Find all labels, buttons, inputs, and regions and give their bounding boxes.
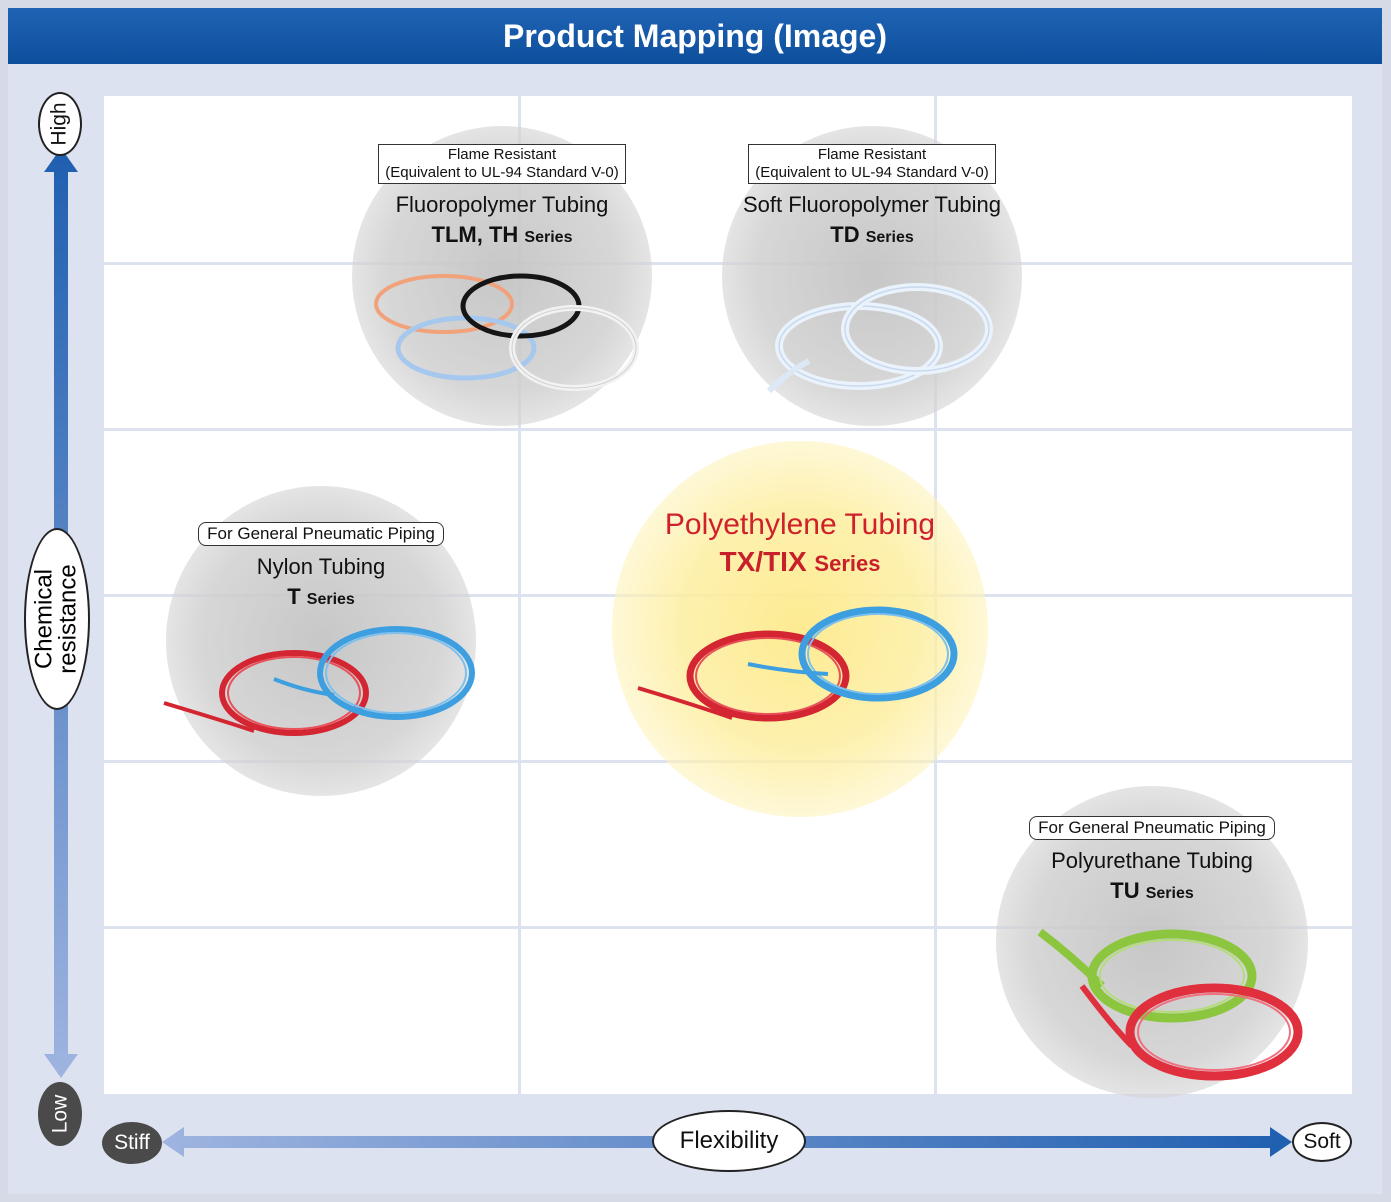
y-axis-high-label: High xyxy=(38,92,82,156)
flame-resistant-tag: Flame Resistant (Equivalent to UL-94 Sta… xyxy=(748,144,996,184)
soft-fluoropolymer-tubing-image xyxy=(766,283,993,394)
product-map-grid: Flame Resistant (Equivalent to UL-94 Sta… xyxy=(104,96,1352,1098)
product-name: Polyurethane Tubing xyxy=(1051,848,1253,873)
product-series: T Series xyxy=(166,584,476,610)
product-polyurethane: For General Pneumatic Piping Polyurethan… xyxy=(996,816,1308,904)
series-code: TU xyxy=(1110,878,1140,903)
y-axis-label: Chemical resistance xyxy=(24,528,90,710)
tag-line: (Equivalent to UL-94 Standard V-0) xyxy=(755,164,989,181)
series-suffix: Series xyxy=(1145,885,1194,902)
tag-line: (Equivalent to UL-94 Standard V-0) xyxy=(385,164,619,181)
diagram-frame: Product Mapping (Image) xyxy=(8,8,1382,1194)
y-axis-low-text: Low xyxy=(48,1094,71,1134)
product-series: TX/TIX Series xyxy=(612,546,988,578)
product-nylon: For General Pneumatic Piping Nylon Tubin… xyxy=(166,522,476,610)
product-soft-fluoropolymer: Flame Resistant (Equivalent to UL-94 Sta… xyxy=(722,144,1022,248)
general-piping-tag: For General Pneumatic Piping xyxy=(1029,816,1275,840)
series-suffix: Series xyxy=(865,229,914,246)
product-series: TLM, TH Series xyxy=(352,222,652,248)
tag-line: Flame Resistant xyxy=(817,146,927,163)
series-code: TD xyxy=(830,222,860,247)
product-name: Soft Fluoropolymer Tubing xyxy=(742,192,1002,217)
general-piping-tag: For General Pneumatic Piping xyxy=(198,522,444,546)
flame-resistant-tag: Flame Resistant (Equivalent to UL-94 Sta… xyxy=(378,144,626,184)
nylon-tubing-image xyxy=(163,626,475,736)
series-suffix: Series xyxy=(306,591,355,608)
product-fluoropolymer: Flame Resistant (Equivalent to UL-94 Sta… xyxy=(352,144,652,248)
product-series: TU Series xyxy=(996,878,1308,904)
grid-line xyxy=(104,428,1352,431)
product-series: TD Series xyxy=(722,222,1022,248)
polyurethane-tubing-image xyxy=(1037,928,1303,1081)
y-axis-label-text: Chemical resistance xyxy=(31,564,83,674)
y-axis-label-line: Chemical xyxy=(31,568,59,670)
x-axis-low-label: Stiff xyxy=(102,1122,162,1164)
polyethylene-halo xyxy=(612,441,988,817)
product-polyethylene: Polyethylene Tubing TX/TIX Series xyxy=(612,508,988,578)
grid-line xyxy=(104,926,1352,929)
product-name: Nylon Tubing xyxy=(256,554,386,579)
y-axis-low-label: Low xyxy=(38,1082,82,1146)
x-axis-label: Flexibility xyxy=(652,1110,806,1172)
x-axis-high-label: Soft xyxy=(1292,1122,1352,1162)
series-code: T xyxy=(287,584,301,609)
series-suffix: Series xyxy=(814,551,881,576)
product-name: Fluoropolymer Tubing xyxy=(395,192,609,217)
page-title: Product Mapping (Image) xyxy=(8,8,1382,64)
series-suffix: Series xyxy=(524,229,573,246)
product-name: Polyethylene Tubing xyxy=(664,508,936,541)
series-code: TLM, TH xyxy=(431,222,519,247)
y-axis-high-text: High xyxy=(48,102,72,146)
fluoropolymer-tubing-image xyxy=(374,273,639,391)
series-code: TX/TIX xyxy=(719,546,807,577)
y-axis-label-line: resistance xyxy=(55,564,83,674)
tag-line: Flame Resistant xyxy=(447,146,557,163)
polyethylene-tubing-image xyxy=(637,606,958,722)
